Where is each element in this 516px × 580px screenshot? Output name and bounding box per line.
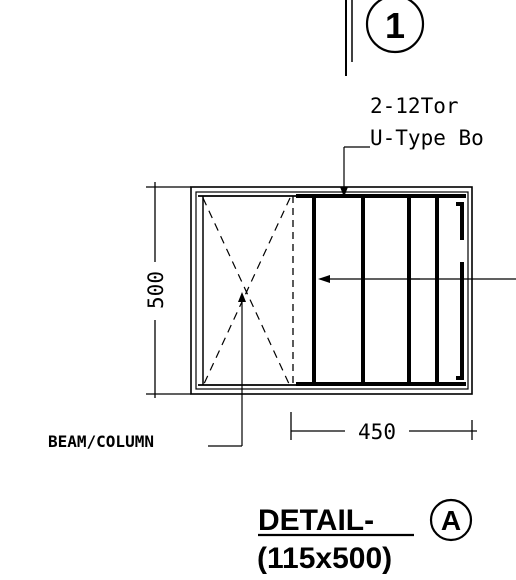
detail-title-block: DETAIL- A (115x500) [257, 498, 473, 575]
wall-outline [190, 186, 473, 395]
section-marker: 1 [345, 0, 425, 76]
section-number: 1 [385, 5, 405, 46]
detail-title: DETAIL- [258, 504, 374, 537]
rebar-cage [296, 194, 466, 386]
width-dimension-label: 450 [358, 420, 396, 444]
height-dimension: 500 [144, 182, 191, 398]
callout-leader [340, 146, 370, 197]
bar-callout-line-2: U-Type Bo [370, 126, 484, 150]
detail-marker: A [441, 505, 461, 536]
width-dimension: 450 [290, 412, 477, 444]
detail-size: (115x500) [257, 542, 392, 575]
beam-column-label: BEAM/COLUMN [48, 432, 154, 451]
height-dimension-label: 500 [144, 271, 168, 309]
beam-leader [208, 292, 246, 447]
right-leader [318, 275, 516, 283]
beam-column-section [198, 195, 296, 388]
bar-callout-line-1: 2-12Tor [370, 94, 459, 118]
